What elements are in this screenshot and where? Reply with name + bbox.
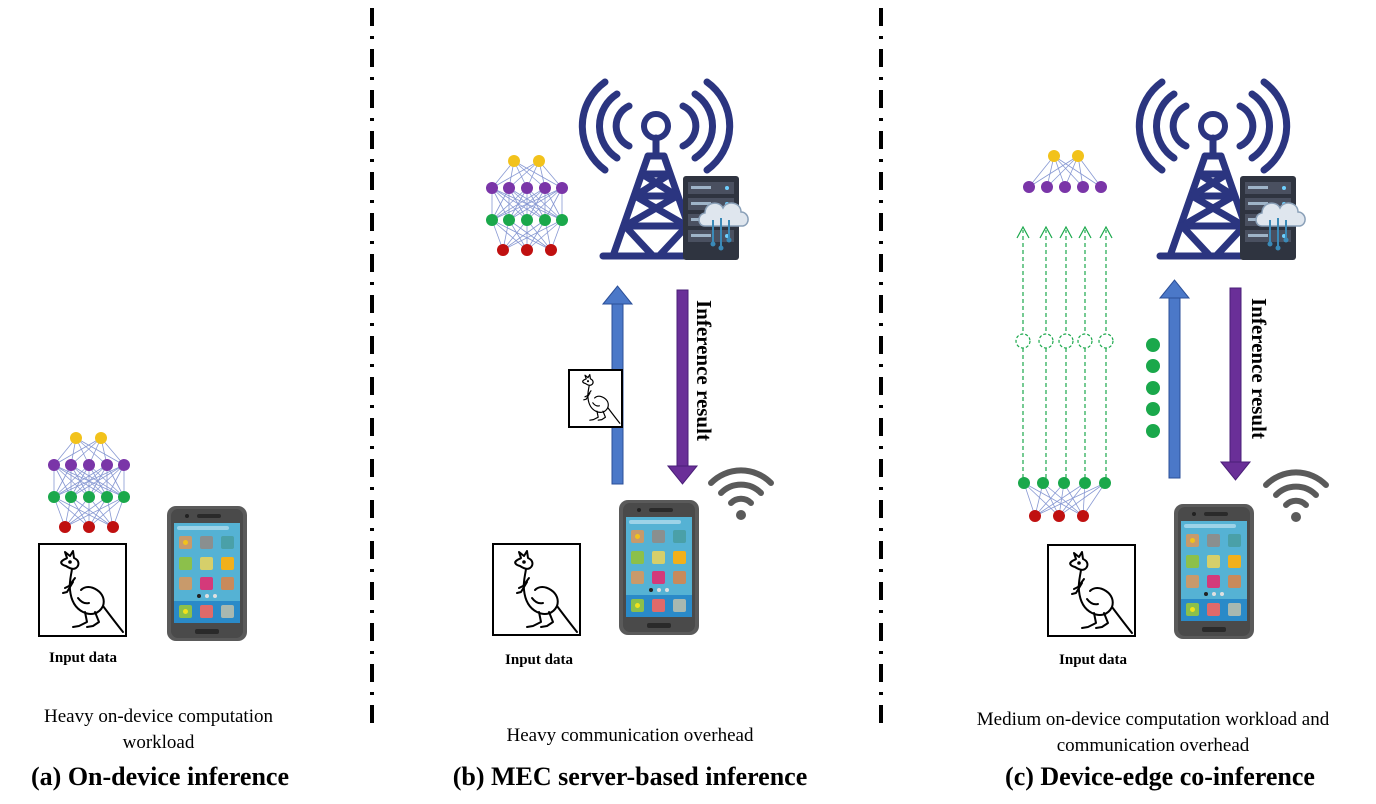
panel-c-description: Medium on-device computation workload an… [976,709,1330,756]
server-side-network-icon [1023,150,1107,193]
smartphone-icon [167,506,247,641]
input-data-label: Input data [1059,652,1127,668]
panel-a-description: Heavy on-device computation workload [44,706,273,753]
feature-transfer-arrows [1015,225,1114,478]
kangaroo-icon [1047,544,1136,637]
smartphone-icon [1174,504,1254,639]
kangaroo-icon [492,543,581,636]
intermediate-features-icon [1146,338,1160,438]
inference-result-label: Inference result [692,300,716,441]
cell-tower-icon [1139,82,1305,260]
downlink-arrow [1219,287,1252,481]
input-data-label: Input data [49,650,117,666]
smartphone-icon [619,500,699,635]
wifi-icon [1266,472,1326,522]
downlink-arrow [666,289,699,485]
wifi-icon [711,470,771,520]
panel-a-caption: (a) On-device inference [31,762,289,791]
neural-network-icon [486,155,568,256]
panel-b-caption: (b) MEC server-based inference [452,762,808,791]
cell-tower-icon [582,82,748,260]
inference-result-label: Inference result [1247,298,1271,439]
panel-c-caption: (c) Device-edge co-inference [1005,762,1315,791]
uplink-arrow [1158,279,1191,479]
neural-network-icon [48,432,130,533]
panel-b-description: Heavy communication overhead [506,725,754,746]
kangaroo-icon [568,369,623,428]
input-data-label: Input data [505,652,573,668]
kangaroo-icon [38,543,127,637]
device-side-network-icon [1018,477,1111,522]
